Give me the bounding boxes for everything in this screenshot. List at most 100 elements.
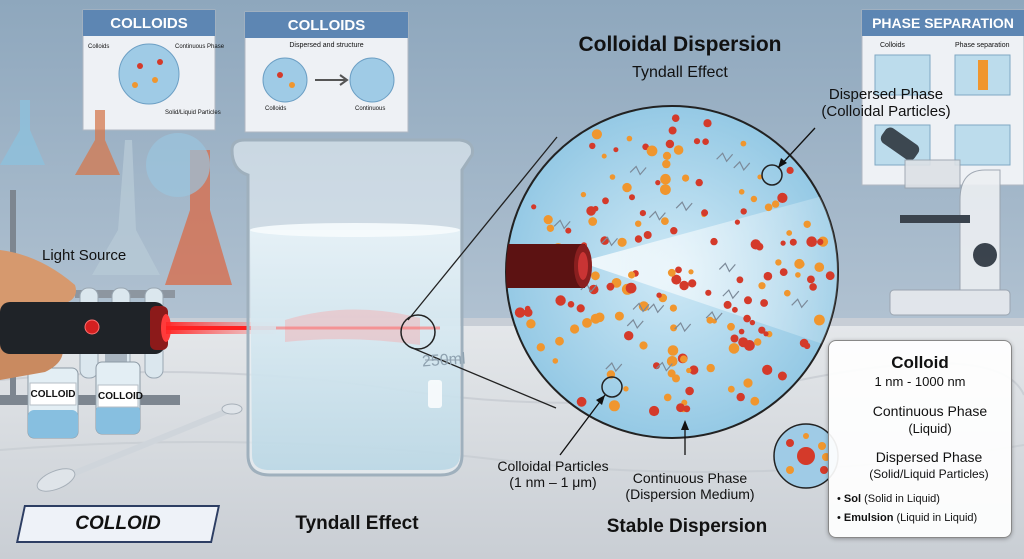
brownian-motion-path (647, 303, 665, 314)
colloidal-particle (786, 166, 794, 174)
colloidal-particle (588, 284, 599, 295)
colloidal-particle (634, 235, 643, 243)
brownian-motion-path (629, 165, 647, 176)
colloidal-particle (680, 355, 688, 363)
colloidal-particle (809, 283, 817, 291)
colloidal-particle (738, 328, 745, 335)
colloidal-particle (524, 305, 531, 312)
colloidal-particle (671, 114, 680, 122)
colloidal-particle (662, 159, 671, 169)
colloidal-particle (590, 313, 601, 324)
colloidal-particle (682, 174, 690, 182)
colloidal-particle (576, 396, 587, 407)
colloidal-particle (670, 227, 678, 235)
colloidal-particle (608, 400, 620, 412)
colloidal-particle (764, 203, 773, 212)
bullet-sol-bold: Sol (843, 493, 862, 505)
colloidal-particle (655, 180, 661, 186)
info-box-dispersed-line1: Dispersed Phase (875, 449, 983, 465)
poster-left-label: Solid/Liquid Particles (165, 110, 221, 116)
colloidal-particle (617, 237, 627, 247)
colloidal-particle (728, 343, 740, 354)
brownian-motion-path (674, 322, 692, 333)
colloidal-particle (629, 194, 635, 201)
colloidal-particle (702, 138, 709, 145)
colloidal-particle (734, 219, 741, 225)
colloidal-particle (750, 195, 758, 203)
colloidal-particle (688, 279, 697, 288)
colloidal-particle (803, 220, 811, 228)
colloidal-particle (760, 299, 768, 307)
colloidal-particle (628, 271, 636, 279)
colloid-info-box: Colloid 1 nm - 1000 nm Continuous Phase … (828, 340, 1012, 538)
colloidal-particle (736, 276, 744, 284)
zoom-subtitle: Tyndall Effect (632, 64, 728, 81)
colloidal-particle (814, 262, 825, 273)
poster-left-title: COLLOIDS (110, 15, 188, 32)
colloidal-particle (763, 331, 769, 337)
colloidal-particles-label: Colloidal Particles (1 nm – 1 μm) (478, 458, 628, 490)
colloidal-particle (536, 343, 545, 352)
colloidal-particle (649, 405, 660, 417)
poster-middle-subtitle: Dispersed and structure (289, 42, 364, 49)
dispersed-phase-line2: (Colloidal Particles) (821, 103, 951, 121)
brownian-motion-path (716, 152, 734, 163)
colloidal-particle (744, 296, 752, 305)
info-box-title: Colloid (891, 353, 949, 372)
colloidal-particle (546, 224, 555, 232)
colloidal-particle (526, 319, 536, 329)
colloid-tag-text: COLLOID (75, 513, 161, 534)
colloidal-particle (531, 204, 537, 210)
zoom-view (505, 105, 839, 439)
continuous-phase-line1: Continuous Phase (632, 470, 748, 486)
info-box-continuous-line2: (Liquid) (908, 421, 952, 436)
colloidal-particle (635, 220, 642, 227)
brownian-motion-path (626, 318, 644, 329)
info-box-bullet-emulsion: • Emulsion (Liquid in Liquid) (837, 512, 978, 524)
colloidal-particle (771, 200, 780, 208)
colloidal-particle (543, 215, 553, 225)
colloidal-particle (727, 322, 735, 331)
colloidal-particle (825, 271, 835, 281)
info-box-dispersed-line2: (Solid/Liquid Particles) (869, 467, 989, 481)
info-box-continuous-line1: Continuous Phase (872, 403, 988, 419)
colloidal-particles-line1: Colloidal Particles (497, 458, 609, 474)
colloidal-particle (688, 269, 694, 275)
colloidal-particle (679, 280, 689, 291)
colloidal-particle (763, 271, 773, 281)
colloidal-particle (683, 405, 691, 413)
colloidal-particle (609, 174, 616, 180)
brownian-motion-path (705, 311, 723, 322)
colloidal-particle (591, 129, 603, 140)
colloidal-particle (798, 261, 805, 268)
colloidal-particle (613, 147, 619, 153)
beaker-volume-mark: 250ml (421, 350, 467, 371)
bullet-emulsion-rest: (Liquid in Liquid) (893, 512, 978, 524)
colloidal-particle (789, 238, 797, 246)
colloidal-particle (685, 386, 694, 396)
poster-middle-label: Continuous (355, 106, 386, 112)
dispersed-phase-line1: Dispersed Phase (828, 86, 944, 103)
brownian-motion-path (605, 362, 623, 373)
colloidal-particle (666, 356, 678, 367)
hand-holding-laser (0, 250, 171, 380)
colloidal-particle (555, 336, 564, 346)
colloidal-particle (703, 119, 712, 128)
flask-icon (92, 140, 160, 275)
colloidal-particle (588, 217, 598, 226)
colloidal-particle (667, 345, 679, 356)
colloidal-particle (671, 274, 682, 285)
colloidal-particle (777, 371, 787, 381)
flask-icon (165, 150, 232, 285)
poster-middle-title: COLLOIDS (287, 17, 366, 34)
colloidal-particle (777, 192, 788, 203)
colloidal-particle (665, 139, 675, 149)
colloidal-particle (639, 341, 648, 350)
colloidal-particle (779, 268, 788, 276)
vial-left (27, 355, 79, 439)
poster-right-title: PHASE SEPARATION (872, 15, 1014, 31)
colloidal-particle (695, 178, 703, 187)
colloidal-particle (623, 386, 629, 392)
colloidal-particle (693, 138, 701, 145)
info-box-bullet-sol: • Sol (Solid in Liquid) (837, 493, 940, 505)
